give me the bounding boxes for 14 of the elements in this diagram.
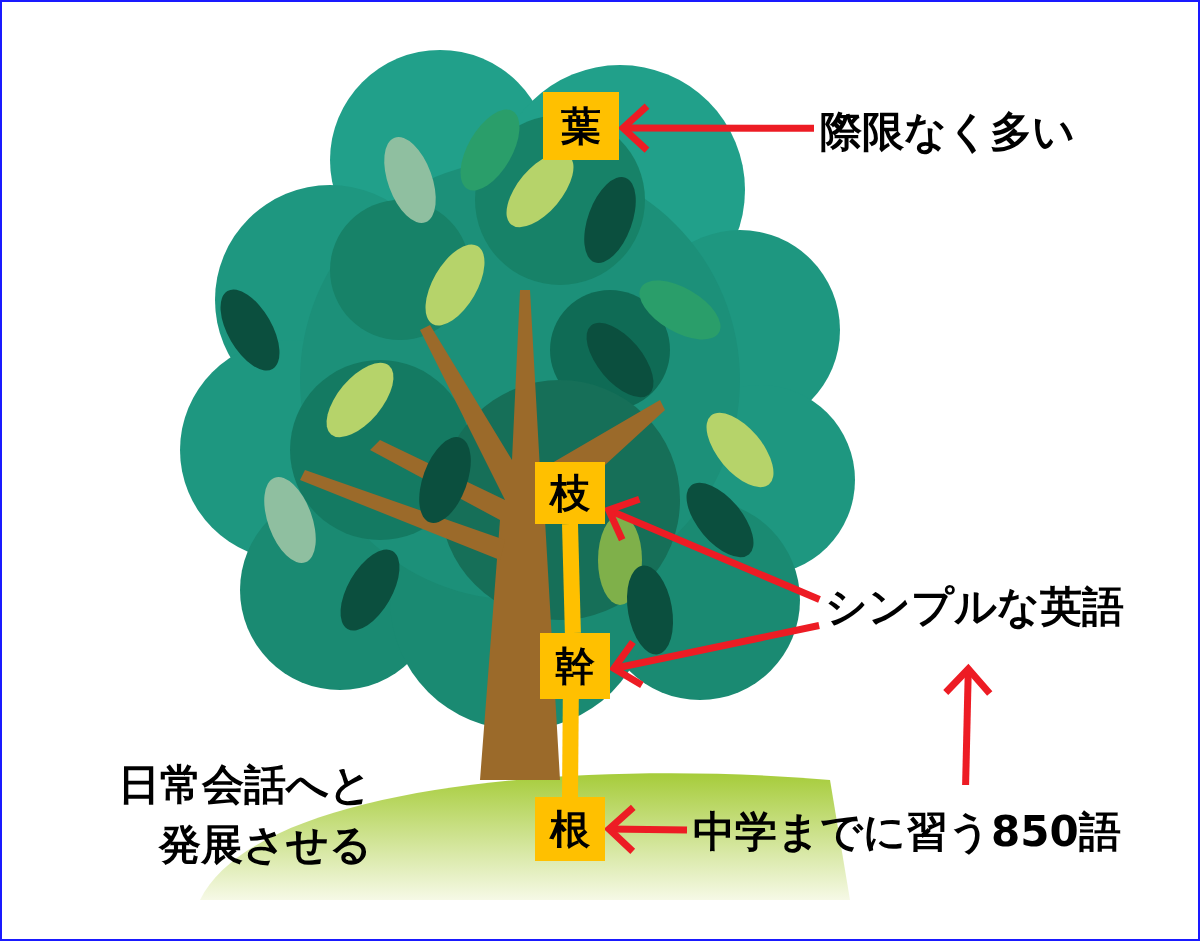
arrow — [605, 495, 821, 603]
callout-text: シンプルな英語 — [825, 575, 1185, 639]
kanji-tag: 葉 — [543, 92, 619, 160]
callout-text: 際限なく多い — [820, 100, 1160, 164]
arrow — [942, 665, 994, 786]
arrow — [610, 622, 820, 689]
kanji-tag: 枝 — [535, 462, 605, 524]
arrow — [605, 803, 688, 855]
callout-text: 中学までに習う850語 — [693, 800, 1188, 864]
kanji-tag: 幹 — [540, 633, 610, 699]
kanji-tag: 根 — [535, 797, 605, 861]
note-text: 日常会話へと発展させる — [117, 759, 372, 871]
arrow — [619, 102, 814, 154]
connector-bar — [562, 698, 579, 798]
